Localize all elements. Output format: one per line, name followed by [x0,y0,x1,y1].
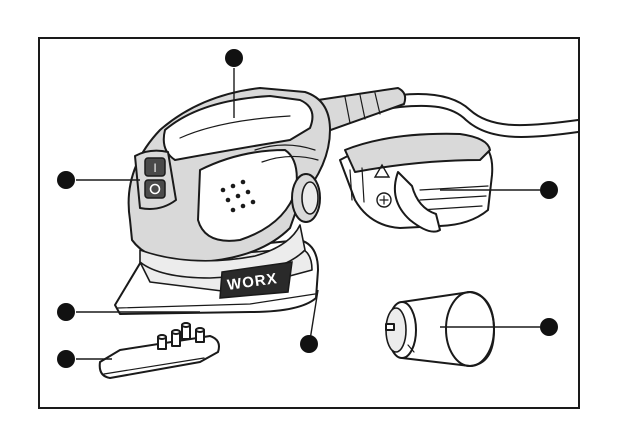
sander-body: I WORX [115,88,330,314]
callout-switch-panel [57,171,75,189]
power-cord [318,88,578,137]
callout-top-housing [225,49,243,67]
cord-strain-relief [318,88,405,132]
callout-vacuum-adapter [540,318,558,336]
callout-sanding-base [57,303,75,321]
callout-dust-box [540,181,558,199]
callout-finger-attachment [57,350,75,368]
vacuum-adapter [386,292,494,366]
power-off-button[interactable] [145,180,165,198]
power-on-icon: I [153,161,156,175]
finger-attachment [100,323,219,378]
dust-box [340,134,492,232]
callout-base-plate [300,335,318,353]
